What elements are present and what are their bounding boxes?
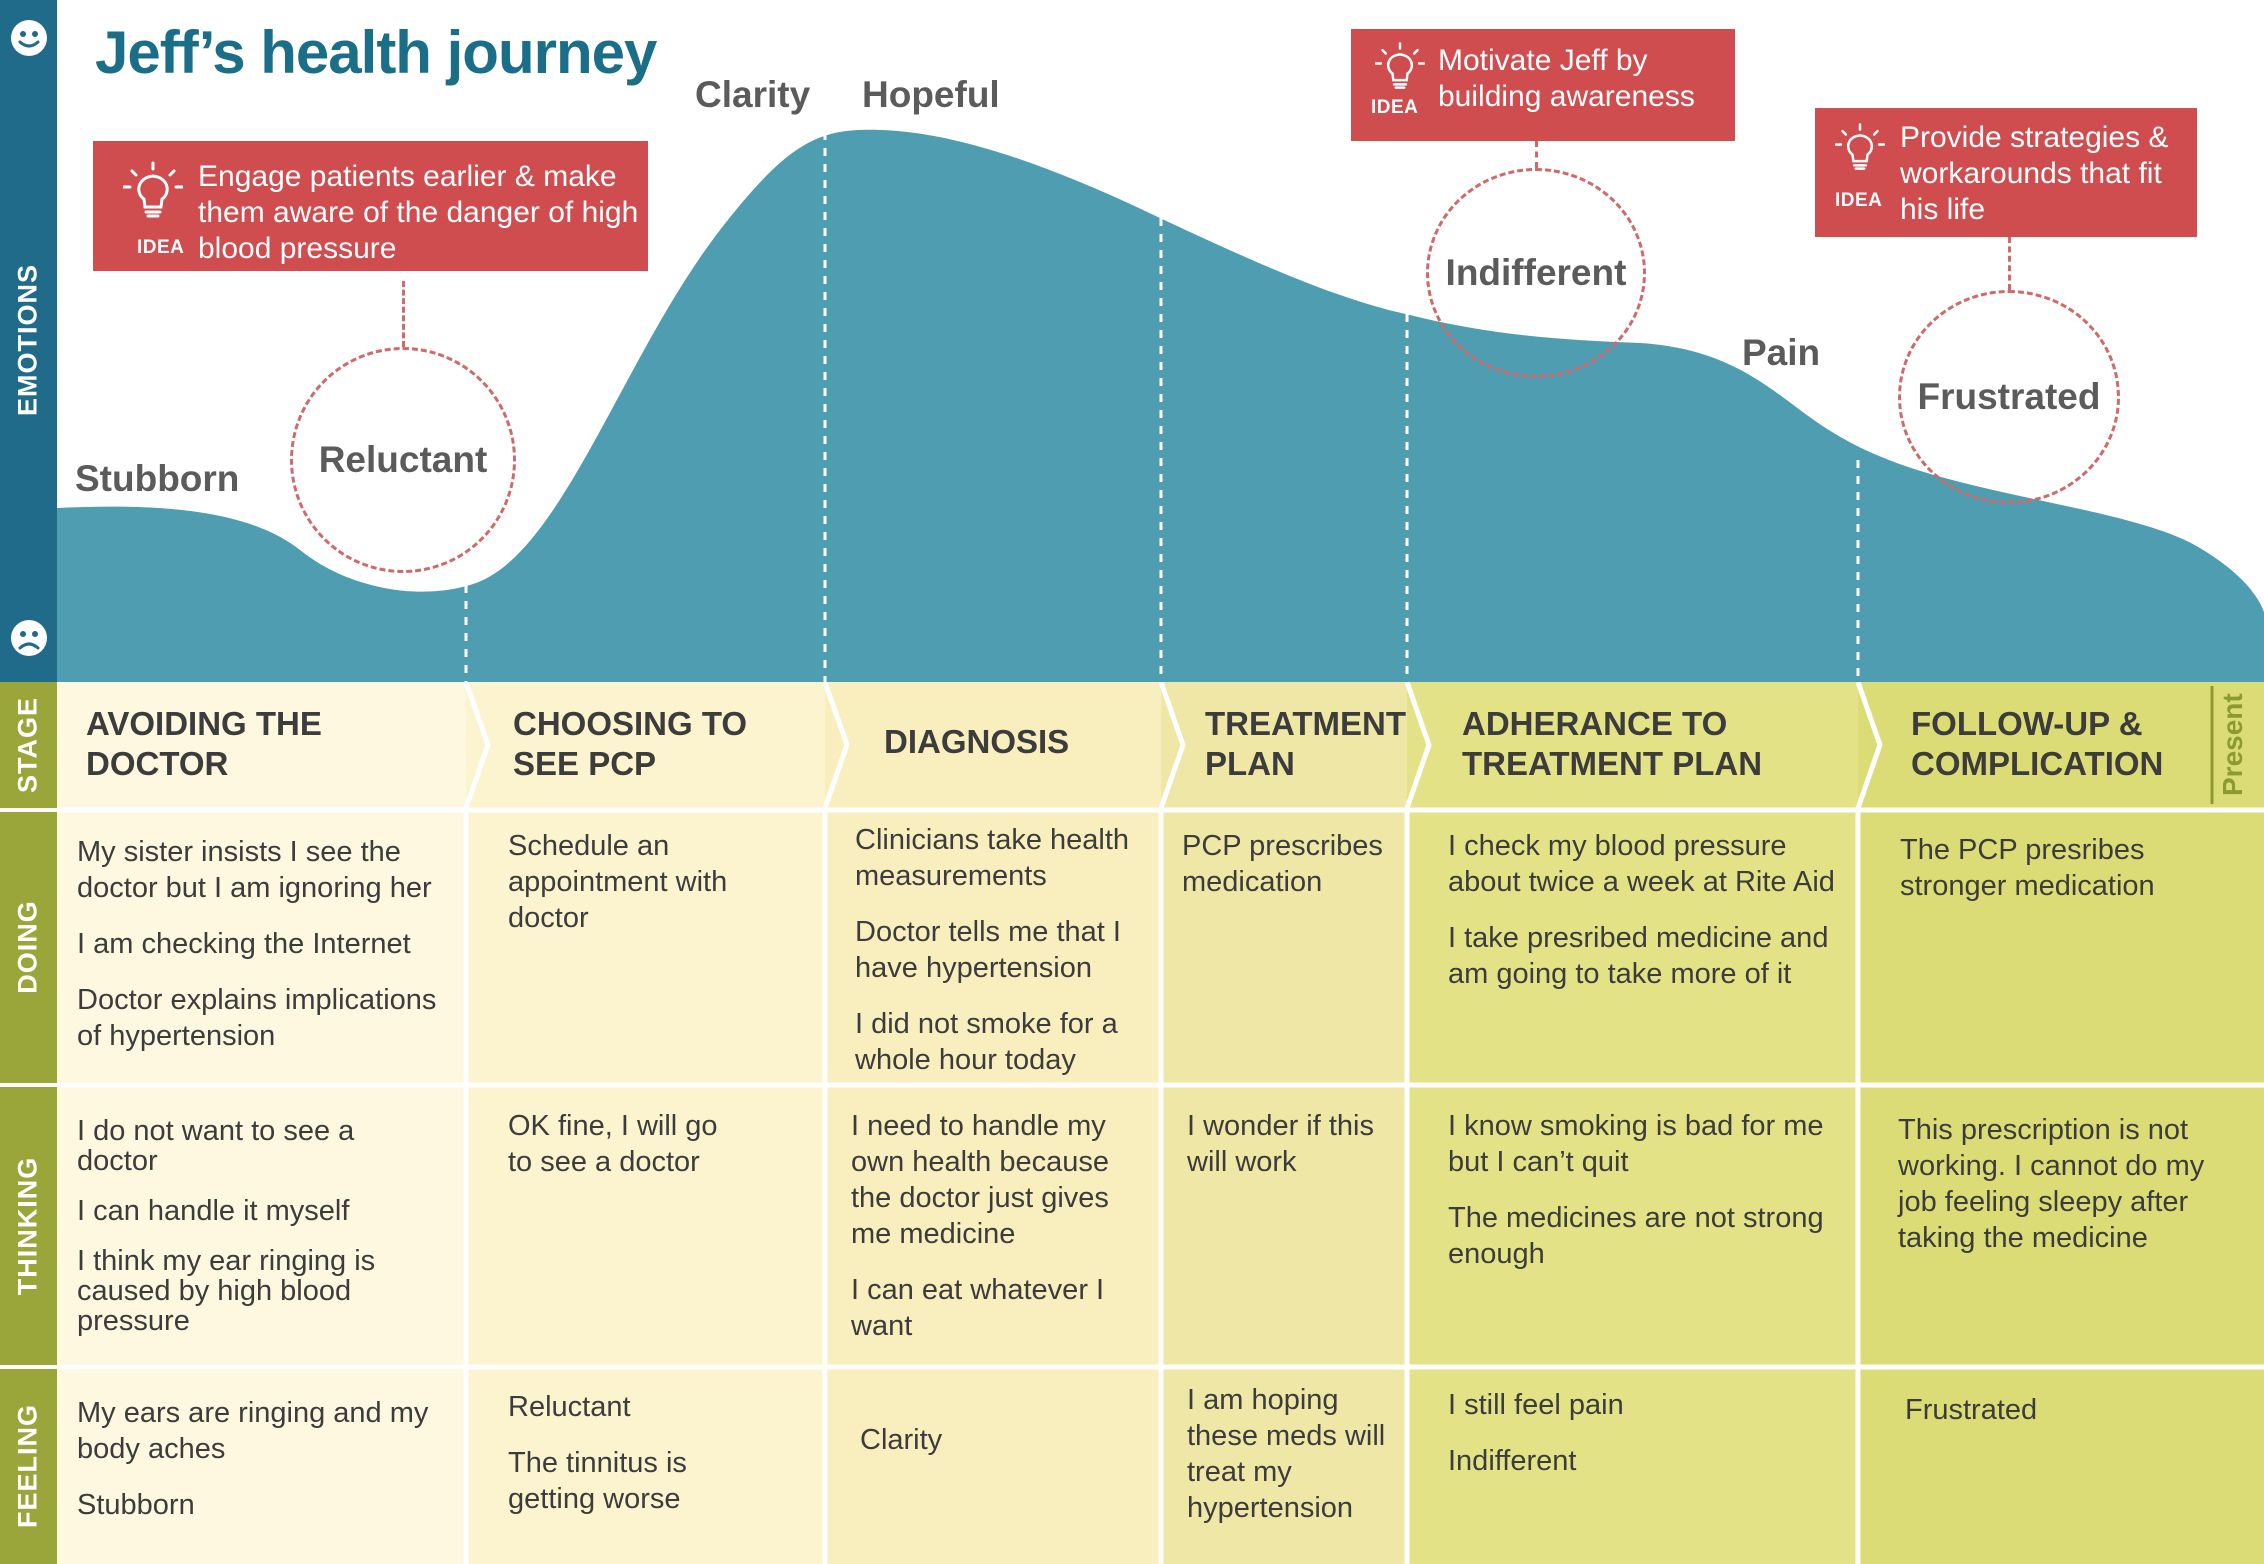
emotion-indifferent: Indifferent [1445,252,1627,293]
emotion-clarity: Clarity [695,74,811,115]
idea-text: Motivate Jeff by building awareness [1438,44,1695,113]
column-separators [463,682,1883,1564]
idea-connector [402,281,405,347]
idea-box-engage: IDEA Engage patients earlier & make them… [93,141,648,271]
emotion-pain: Pain [1742,332,1821,373]
thinking-cell: This prescription is not working. I cann… [1898,1114,2205,1254]
emotion-frustrated-circle: Frustrated [1898,290,2120,504]
column-backgrounds [57,682,2264,1564]
emotion-indifferent-circle: Indifferent [1426,168,1646,378]
doing-cell: The PCP presribes stronger medication [1900,834,2155,902]
thinking-sidebar: THINKING [0,1087,57,1365]
doing-sidebar: DOING [0,812,57,1083]
emotion-curve [57,129,2264,682]
stage-title: FOLLOW-UP &COMPLICATION [1911,705,2164,782]
thinking-cell: I need to handle my own health because t… [851,1110,1109,1342]
doing-cell: PCP prescribes medication [1182,830,1383,898]
page-title: Jeff’s health journey [95,19,657,86]
feeling-cell: Frustrated [1905,1394,2038,1426]
emotion-curve-chart [57,129,2264,682]
emotion-frustrated: Frustrated [1917,376,2101,417]
idea-text: Provide strategies & workarounds that fi… [1900,121,2169,226]
idea-connector [2008,237,2011,290]
thinking-cell: I know smoking is bad for me but I can’t… [1448,1110,1824,1270]
feeling-cell: Clarity [860,1424,943,1456]
lightbulb-icon [1375,42,1425,89]
doing-cell: I check my blood pressure about twice a … [1448,830,1835,990]
present-label: Present [2217,693,2248,796]
row-separators [57,807,2264,1370]
sad-face-icon [11,620,47,656]
emotion-reluctant: Reluctant [318,439,488,480]
stage-sidebar: STAGE [0,682,57,808]
happy-face-icon [11,20,47,56]
thinking-cell: OK fine, I will go to see a doctor [508,1110,718,1178]
feeling-cell: I am hoping these meds will treat my hyp… [1187,1384,1386,1524]
idea-label: IDEA [137,237,185,258]
feeling-sidebar: FEELING [0,1369,57,1564]
emotion-stubborn: Stubborn [75,458,240,499]
stage-title: DIAGNOSIS [884,723,1070,760]
emotion-hopeful: Hopeful [862,74,1000,115]
lightbulb-icon [123,161,183,218]
journey-grid [57,682,2264,1564]
idea-box-motivate: IDEA Motivate Jeff by building awareness [1351,29,1735,141]
lightbulb-icon [1835,123,1885,170]
doing-cell: My sister insists I see the doctor but I… [77,836,437,1052]
stage-dividers [464,132,1860,682]
doing-cell: Schedule an appointment with doctor [508,830,728,934]
idea-label: IDEA [1835,190,1883,211]
emotion-reluctant-circle: Reluctant [290,347,516,573]
idea-label: IDEA [1371,97,1419,118]
idea-connector [1535,141,1538,168]
idea-box-strategies: IDEA Provide strategies & workarounds th… [1815,108,2197,237]
emotions-sidebar: EMOTIONS [0,0,57,682]
idea-text: Engage patients earlier & make them awar… [198,160,639,265]
thinking-cell: I wonder if this will work [1187,1110,1374,1178]
